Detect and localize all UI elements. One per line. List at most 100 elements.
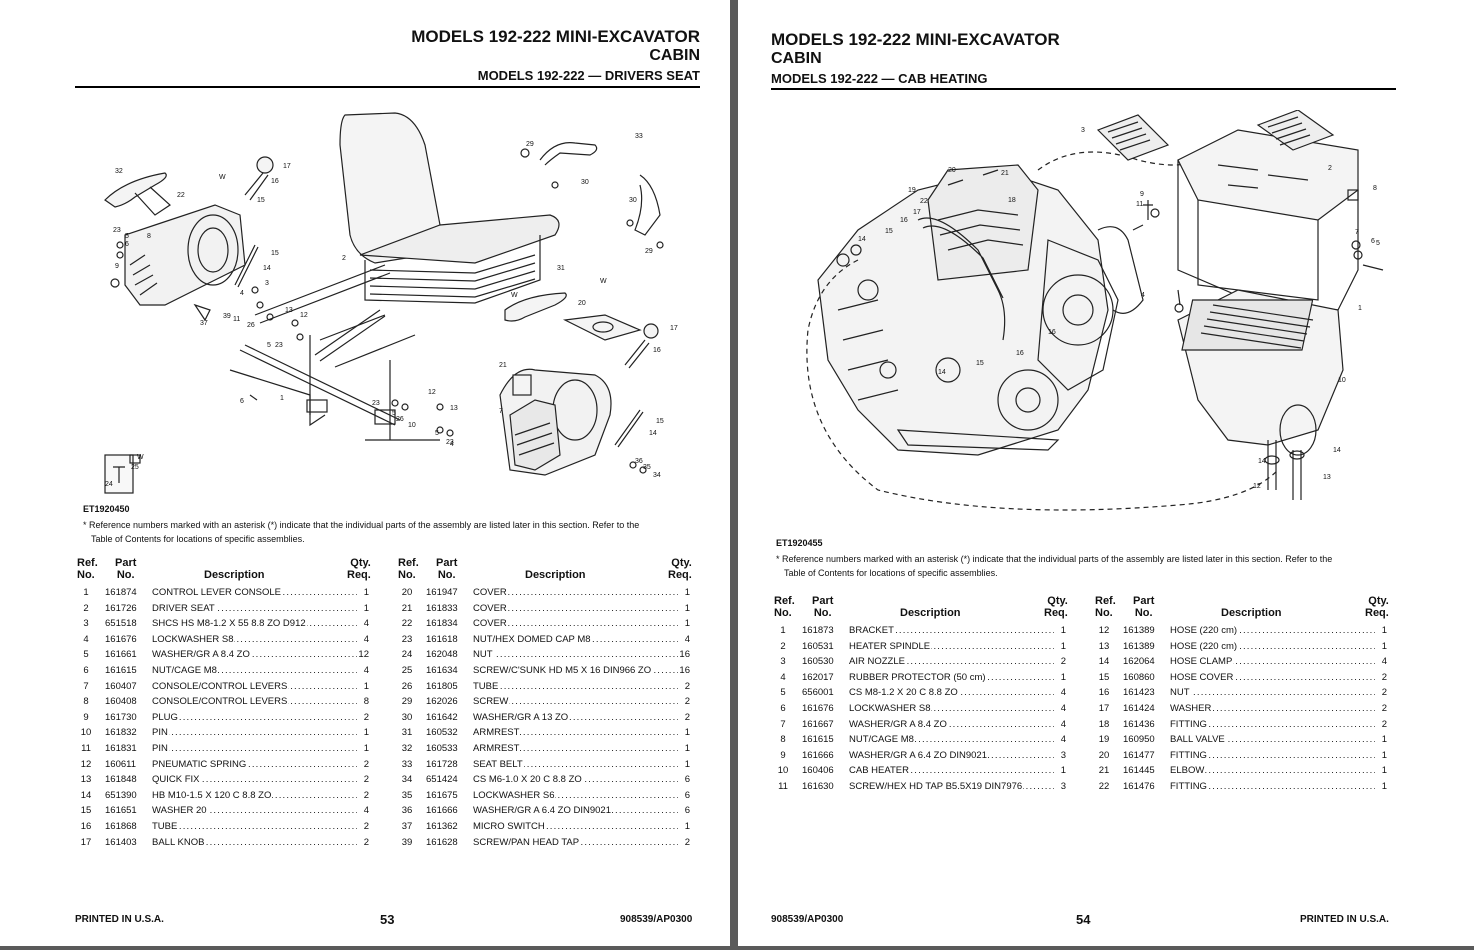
ref-number: 9 xyxy=(83,711,89,723)
ref-number: 10 xyxy=(777,765,789,777)
description-cell: ARMREST xyxy=(473,725,683,740)
callout-label: 6 xyxy=(1371,238,1375,245)
description: COVER xyxy=(473,587,508,598)
description-cell: SEAT BELT xyxy=(473,757,683,772)
part-number: 161477 xyxy=(1123,749,1155,761)
description: TUBE xyxy=(473,680,500,692)
qty: 1 xyxy=(357,585,369,600)
callout-label: 15 xyxy=(271,250,279,257)
description: WASHER/GR A 8.4 ZO xyxy=(152,649,251,661)
description: CONTROL LEVER CONSOLE xyxy=(152,587,282,598)
callout-label: 15 xyxy=(885,228,893,235)
callout-label: 4 xyxy=(240,290,244,297)
description: CS M8-1.2 X 20 C 8.8 ZO xyxy=(849,687,959,699)
qty: 2 xyxy=(678,709,690,725)
callout-label: 20 xyxy=(948,167,956,174)
part-number: 161832 xyxy=(105,727,137,739)
callout-label: 13 xyxy=(285,307,293,314)
callout-label: 13 xyxy=(1323,474,1331,481)
description: CAB HEATER xyxy=(849,765,911,777)
part-number: 160530 xyxy=(802,656,834,668)
description: PNEUMATIC SPRING xyxy=(152,758,248,770)
ref-number: 8 xyxy=(83,696,89,708)
part-number: 161848 xyxy=(105,774,137,786)
qty: 1 xyxy=(357,600,369,616)
callout-label: 11 xyxy=(233,316,240,323)
description: NUT/CAGE M8 xyxy=(152,665,218,676)
callout-label: W xyxy=(219,174,226,181)
callout-label: 17 xyxy=(913,209,921,216)
description: BRACKET xyxy=(849,625,895,636)
part-number: 161362 xyxy=(426,821,458,832)
parts-table-row: 21161445ELBOW1 xyxy=(1093,763,1393,779)
callout-label: 30 xyxy=(629,197,637,204)
description: SHCS HS M8-1.2 X 55 8.8 ZO D912 xyxy=(152,618,307,630)
reference-note: * Reference numbers marked with an aster… xyxy=(776,552,1332,580)
description: DRIVER SEAT xyxy=(152,602,216,614)
ref-number: 37 xyxy=(401,821,413,832)
ref-number: 14 xyxy=(1098,656,1110,668)
header-qty: Qty.Req. xyxy=(1044,595,1068,619)
description: MICRO SWITCH xyxy=(473,821,546,832)
parts-table-row: 26161805TUBE2 xyxy=(396,678,696,694)
callout-label: 4 xyxy=(1141,292,1145,299)
header-description: Description xyxy=(525,569,586,581)
description-cell: COVER xyxy=(473,601,683,616)
qty: 2 xyxy=(1375,701,1387,716)
description: WASHER 20 xyxy=(152,805,208,817)
description: ARMREST xyxy=(473,727,521,739)
qty: 2 xyxy=(678,678,690,694)
description: PIN xyxy=(152,743,169,754)
description: BALL VALVE xyxy=(1170,734,1226,746)
callout-label: 19 xyxy=(908,187,916,194)
part-number: 161423 xyxy=(1123,687,1155,699)
part-number: 161389 xyxy=(1123,625,1155,636)
ref-number: 2 xyxy=(780,640,786,652)
callout-label: 7 xyxy=(499,408,503,415)
callout-label: 9 xyxy=(1140,191,1144,198)
part-number: 162064 xyxy=(1123,656,1155,668)
description-cell: LOCKWASHER S6 xyxy=(473,788,683,803)
description: FITTING xyxy=(1170,718,1208,730)
ref-number: 1 xyxy=(780,625,786,636)
header-description: Description xyxy=(900,607,961,619)
description-cell: FITTING xyxy=(1170,748,1380,763)
description-cell: TUBE xyxy=(152,819,362,834)
qty: 8 xyxy=(357,694,369,710)
ref-number: 14 xyxy=(80,789,92,801)
ref-number: 26 xyxy=(401,680,413,692)
description-cell: SCREW/C'SUNK HD M5 X 16 DIN966 ZO xyxy=(473,663,683,678)
page-subtitle: MODELS 192-222 — DRIVERS SEAT xyxy=(477,68,700,83)
figure-id: ET1920450 xyxy=(83,504,130,514)
description-cell: SCREW xyxy=(473,694,683,709)
qty: 12 xyxy=(357,647,369,663)
description-cell: COVER xyxy=(473,585,683,600)
ref-number: 21 xyxy=(1098,765,1110,777)
reference-note-line1: * Reference numbers marked with an aster… xyxy=(83,520,640,530)
part-number: 161666 xyxy=(426,805,458,817)
qty: 1 xyxy=(678,819,690,834)
ref-number: 10 xyxy=(80,727,92,739)
part-number: 160860 xyxy=(1123,671,1155,683)
description-cell: BALL KNOB xyxy=(152,835,362,850)
parts-table-row: 17161424WASHER2 xyxy=(1093,701,1393,716)
qty: 1 xyxy=(1054,623,1066,638)
qty: 4 xyxy=(1375,654,1387,670)
reference-note-line2: Table of Contents for locations of speci… xyxy=(784,568,998,578)
callout-label: 22 xyxy=(177,192,185,199)
part-number: 161730 xyxy=(105,711,137,723)
callout-label: 25 xyxy=(131,464,139,471)
description-cell: WASHER xyxy=(1170,701,1380,716)
header-ref: Ref.No. xyxy=(398,557,419,581)
description: PLUG xyxy=(152,711,179,723)
qty: 1 xyxy=(678,756,690,772)
callout-label: 5 xyxy=(267,342,271,349)
qty: 1 xyxy=(1375,779,1387,794)
ref-number: 17 xyxy=(1098,703,1110,714)
